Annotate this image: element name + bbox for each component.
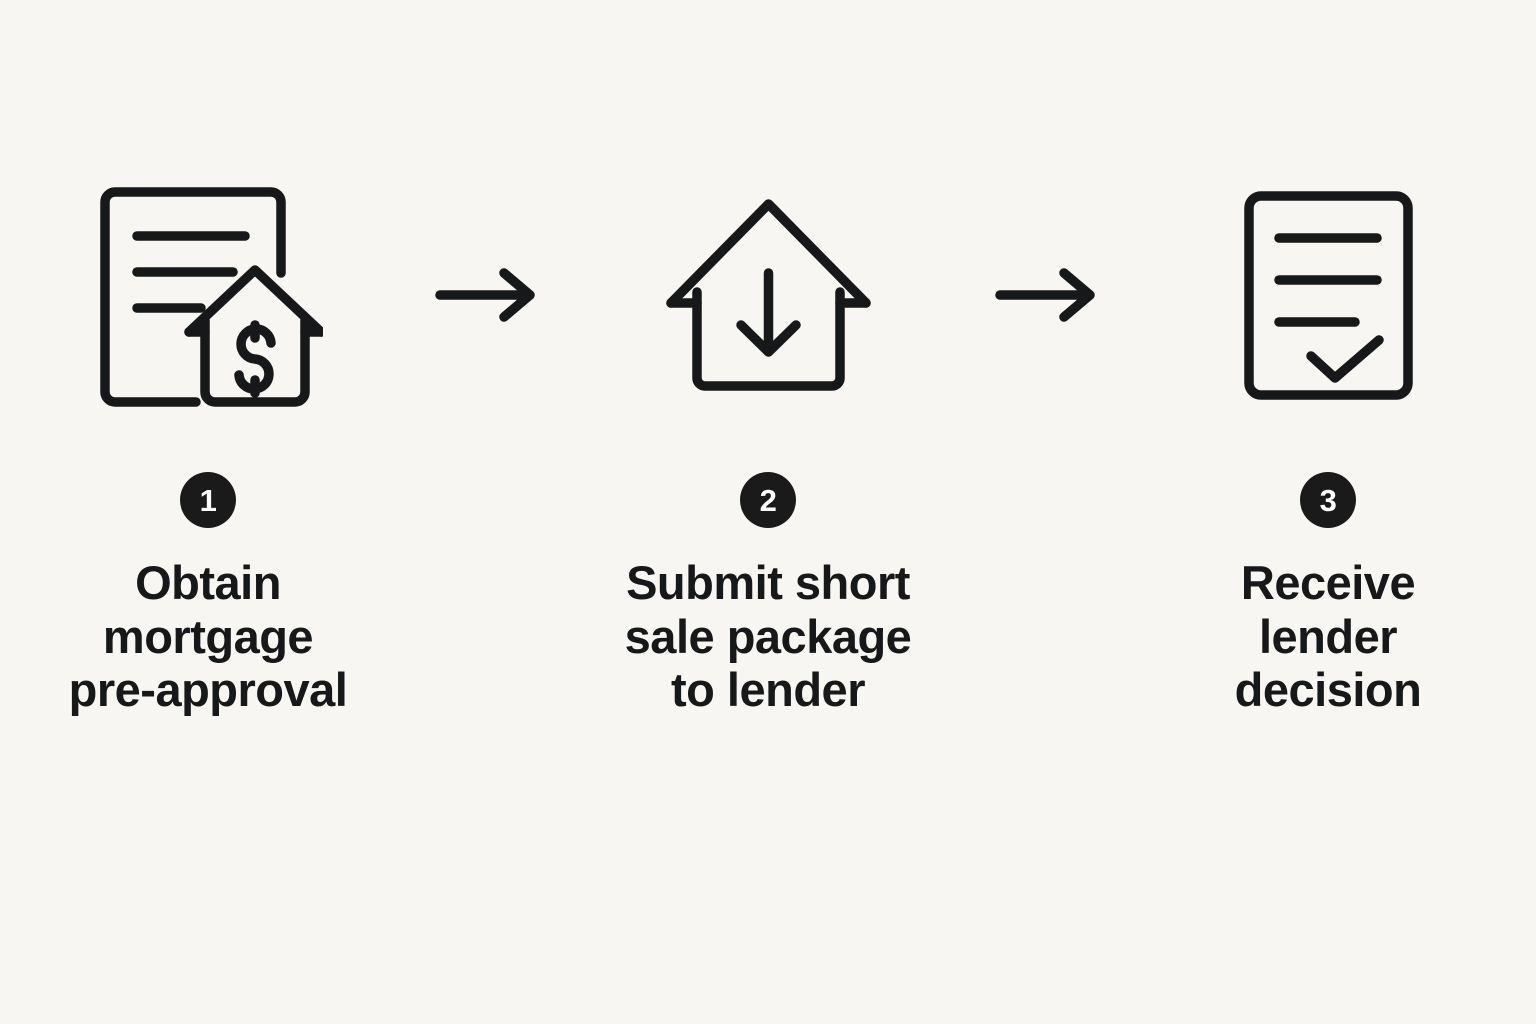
- step-1-caption: Obtain mortgage pre-approval: [68, 556, 348, 717]
- connector-2: [968, 170, 1128, 420]
- step-2-number: 2: [759, 482, 777, 518]
- step-1-number: 1: [199, 482, 217, 518]
- house-with-down-arrow-icon: [661, 188, 876, 403]
- step-1-number-badge: 1: [180, 472, 236, 528]
- document-with-checkmark-icon: [1241, 188, 1416, 403]
- step-3-number: 3: [1319, 482, 1337, 518]
- step-2: 2 Submit short sale package to lender: [568, 170, 968, 717]
- step-3-number-badge: 3: [1300, 472, 1356, 528]
- arrow-right-icon: [432, 265, 544, 325]
- step-2-caption: Submit short sale package to lender: [624, 556, 912, 717]
- step-1-icon-area: [93, 170, 323, 420]
- step-2-number-badge: 2: [740, 472, 796, 528]
- step-3-icon-area: [1241, 170, 1416, 420]
- step-2-icon-area: [661, 170, 876, 420]
- step-1: 1 Obtain mortgage pre-approval: [8, 170, 408, 717]
- connector-1: [408, 170, 568, 420]
- step-3: 3 Receive lender decision: [1128, 170, 1528, 717]
- steps-row: 1 Obtain mortgage pre-approval: [0, 170, 1536, 717]
- arrow-right-icon: [992, 265, 1104, 325]
- document-with-house-dollar-icon: [93, 180, 323, 410]
- step-3-caption: Receive lender decision: [1234, 556, 1422, 717]
